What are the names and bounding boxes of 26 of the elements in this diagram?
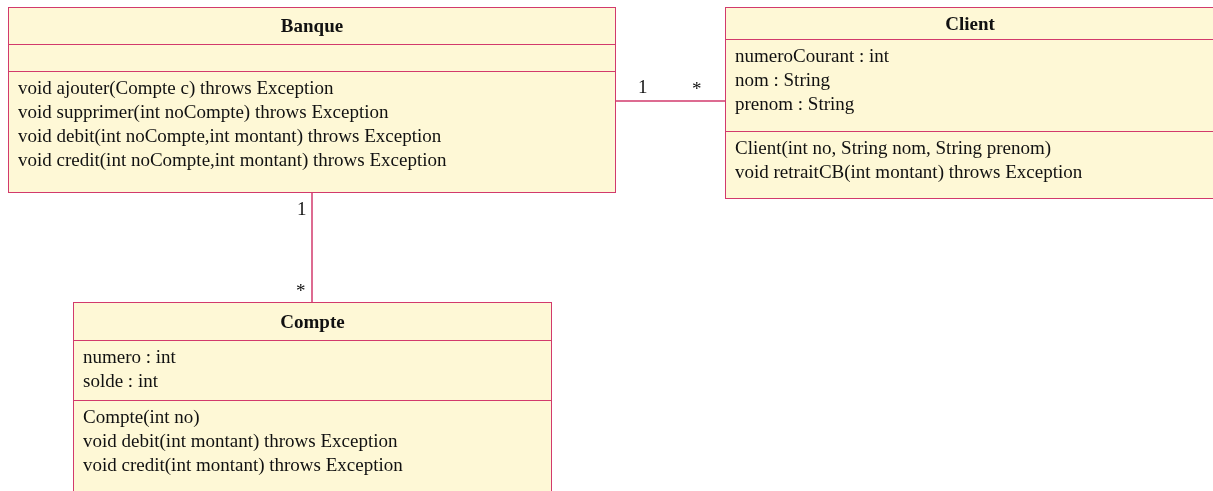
attribute-text: solde : int — [83, 369, 158, 393]
method-text: void debit(int montant) throws Exception — [83, 429, 398, 453]
method-text: void supprimer(int noCompte) throws Exception — [18, 100, 389, 124]
method-text: void ajouter(Compte c) throws Exception — [18, 76, 334, 100]
method-text: void retraitCB(int montant) throws Exception — [735, 160, 1083, 184]
class-name: Compte — [279, 309, 346, 334]
class-name: Client — [944, 11, 996, 36]
multiplicity-label: * — [296, 281, 306, 301]
multiplicity-label: * — [692, 79, 702, 99]
class-box — [8, 7, 616, 193]
association-line — [311, 192, 313, 303]
multiplicity-label: 1 — [297, 199, 307, 219]
method-text: Compte(int no) — [83, 405, 200, 429]
multiplicity-label: 1 — [638, 77, 648, 97]
attribute-text: numeroCourant : int — [735, 44, 890, 68]
method-text: void credit(int noCompte,int montant) throws Exception — [18, 148, 447, 172]
method-text: Client(int no, String nom, String prenom) — [735, 136, 1052, 160]
association-line — [615, 100, 726, 102]
class-box — [73, 302, 552, 491]
attribute-text: numero : int — [83, 345, 176, 369]
class-box — [725, 7, 1213, 199]
attribute-text: prenom : String — [735, 92, 855, 116]
class-name: Banque — [279, 14, 345, 38]
method-text: void credit(int montant) throws Exception — [83, 453, 403, 477]
method-text: void debit(int noCompte,int montant) throws Exception — [18, 124, 442, 148]
attribute-text: nom : String — [735, 68, 830, 92]
